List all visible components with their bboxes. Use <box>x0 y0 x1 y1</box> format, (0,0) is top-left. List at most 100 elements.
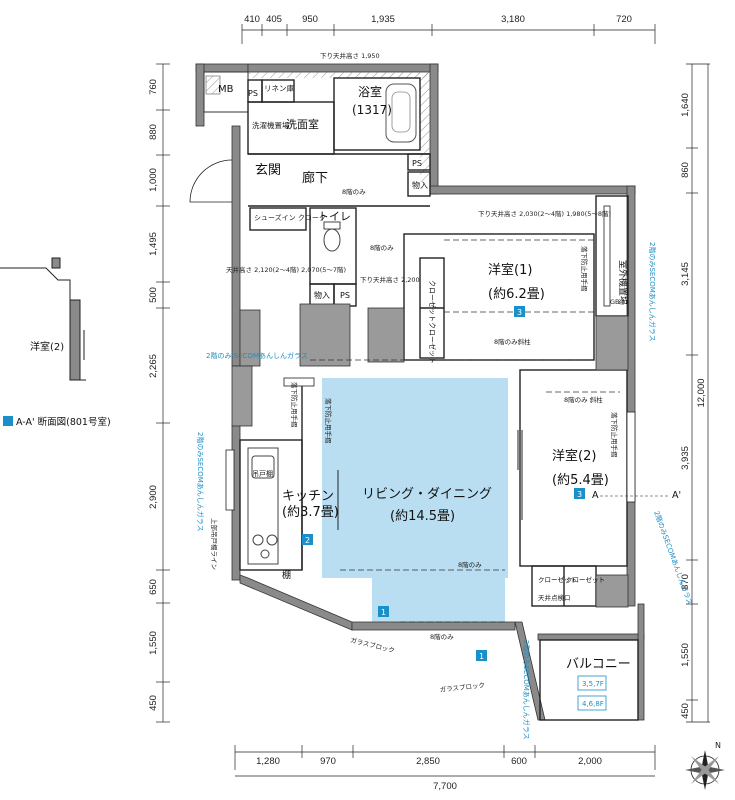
closet-label-3: クローゼット <box>538 575 577 584</box>
left-dim-9: 1,550 <box>148 631 159 655</box>
balcony-label: バルコニー <box>566 657 631 672</box>
bedroom2-label: 洋室(2) <box>552 448 596 464</box>
bottom-dim-total: 7,700 <box>433 781 457 792</box>
left-dim-5: 500 <box>148 287 159 303</box>
tag-1b-text: 1 <box>479 652 484 661</box>
top-dim-3: 950 <box>302 14 318 25</box>
entrance-door <box>189 159 233 203</box>
living-dining-fill <box>322 378 508 578</box>
tag-3b <box>574 488 585 499</box>
left-dim-10: 450 <box>148 695 159 711</box>
living-area: (約14.5畳) <box>390 509 455 524</box>
cupboard-label: 吊戸棚 <box>252 469 273 478</box>
section-legend-square <box>3 416 13 426</box>
left-dim-1: 760 <box>148 79 159 95</box>
tag-3a <box>514 306 525 317</box>
secom-glass-note-balcony: 2階のみSECOMあんしんガラス <box>522 640 531 740</box>
tag-1a <box>378 606 389 617</box>
kitchen-counter <box>247 447 279 565</box>
glass-block-label-1: ガラスブロック <box>350 635 396 655</box>
ceiling-2030-note: 下り天井高さ 2,030(2～4階) 1,980(5～8階) <box>478 209 611 218</box>
section-inset <box>0 257 86 381</box>
floor8-note-2: 8階のみ <box>370 243 394 252</box>
fall-rail-note-2: 落下防止用手摺 <box>290 382 299 428</box>
fall-rail-note-4: 落下防止用手摺 <box>580 246 589 292</box>
bathtub <box>385 83 417 143</box>
bedroom1-area: (約6.2畳) <box>488 287 545 302</box>
left-dim-7: 2,900 <box>148 485 159 509</box>
floor8-note-4: 8階のみ <box>430 632 454 641</box>
tag-1a-text: 1 <box>381 608 386 617</box>
glass-block-label-2: ガラスブロック <box>439 680 485 694</box>
bedroom2-area: (約5.4畳) <box>552 473 609 488</box>
ceiling-2120-note: 天井高さ 2,120(2～4階) 2,070(5～7階) <box>226 265 346 274</box>
secom-glass-note-4: 2階のみSECOMあんしんガラス <box>652 510 695 607</box>
top-dim-2: 405 <box>266 14 282 25</box>
ps-label-1: PS <box>248 89 258 98</box>
balcony-floor-a: 3,5,7F <box>582 680 604 688</box>
closet-label-2: クローゼット <box>428 322 437 364</box>
fall-rail-note-1: 落下防止用手摺 <box>324 398 333 444</box>
top-dim-4: 1,935 <box>371 14 395 25</box>
right-dim-2: 860 <box>680 162 691 178</box>
upper-cabinet-note: 上部吊戸棚ライン <box>210 518 219 570</box>
entrance-label: 玄関 <box>255 163 281 178</box>
top-dim-5: 3,180 <box>501 14 525 25</box>
secom-glass-note-3: 2階のみSECOMあんしんガラス <box>648 242 657 342</box>
ps-label-3: PS <box>340 291 350 300</box>
ceiling-1950-note: 下り天井高さ 1,950 <box>320 51 380 60</box>
closet-label-4: クローゼット <box>566 575 605 584</box>
floor8-note-3: 8階のみ <box>458 560 482 569</box>
washer-label: 洗濯機置場 <box>252 120 290 130</box>
balcony-floor-b: 4,6,8F <box>582 700 604 708</box>
right-dim-1: 1,640 <box>680 93 691 117</box>
closet-label-1: クローゼット <box>428 280 437 322</box>
tag-3a-text: 3 <box>517 308 522 317</box>
storage-label-1: 物入 <box>412 180 428 190</box>
left-dimension-line <box>156 63 170 723</box>
floor8-slant-note: 8階のみ斜柱 <box>494 337 531 346</box>
right-dim-6: 1,550 <box>680 643 691 667</box>
right-dim-total: 12,000 <box>696 378 707 407</box>
left-dim-8: 650 <box>148 579 159 595</box>
ceiling-2200-note: 下り天井高さ 2,200 <box>360 275 420 284</box>
living-label: リビング・ダイニング <box>362 487 492 502</box>
top-dimension-line <box>241 24 656 44</box>
section-room-label: 洋室(2) <box>30 340 64 353</box>
tag-2-text: 2 <box>305 536 310 545</box>
washroom-label: 洗面室 <box>286 117 319 131</box>
bottom-dim-1: 1,280 <box>256 756 280 767</box>
outdoor-unit-label: 室外機置場 <box>617 260 629 305</box>
right-dim-3: 3,145 <box>680 262 691 286</box>
gb-label: GB <box>610 298 620 306</box>
compass-icon: N <box>685 741 725 790</box>
section-legend-label: A-A' 断面図(801号室) <box>16 416 111 428</box>
bottom-dim-4: 600 <box>511 756 527 767</box>
kitchen-label: キッチン <box>282 489 334 504</box>
toilet-fixture <box>323 228 341 252</box>
stove-icon <box>252 534 278 559</box>
bottom-dimension-line <box>234 745 656 777</box>
corridor-label: 廊下 <box>302 170 328 186</box>
left-dim-2: 880 <box>148 124 159 140</box>
sliding-doors <box>337 300 523 530</box>
left-dim-6: 2,265 <box>148 354 159 378</box>
right-dim-7: 450 <box>680 703 691 719</box>
top-dim-1: 410 <box>244 14 260 25</box>
left-dim-3: 1,000 <box>148 168 159 192</box>
kitchen-area: (約3.7畳) <box>282 505 339 520</box>
right-dim-4: 3,935 <box>680 446 691 470</box>
tag-1b <box>476 650 487 661</box>
bottom-dim-3: 2,850 <box>416 756 440 767</box>
windows <box>225 205 636 511</box>
bottom-dim-5: 2,000 <box>578 756 602 767</box>
right-dimension-line <box>686 63 710 723</box>
floor8-note-1: 8階のみ <box>342 187 366 196</box>
shelf-label: 棚 <box>282 569 291 581</box>
right-dim-5: 870 <box>680 574 691 590</box>
shoes-label: シューズイン クローク <box>254 213 326 222</box>
section-marker-a2: A' <box>672 490 681 501</box>
left-dim-4: 1,495 <box>148 232 159 256</box>
